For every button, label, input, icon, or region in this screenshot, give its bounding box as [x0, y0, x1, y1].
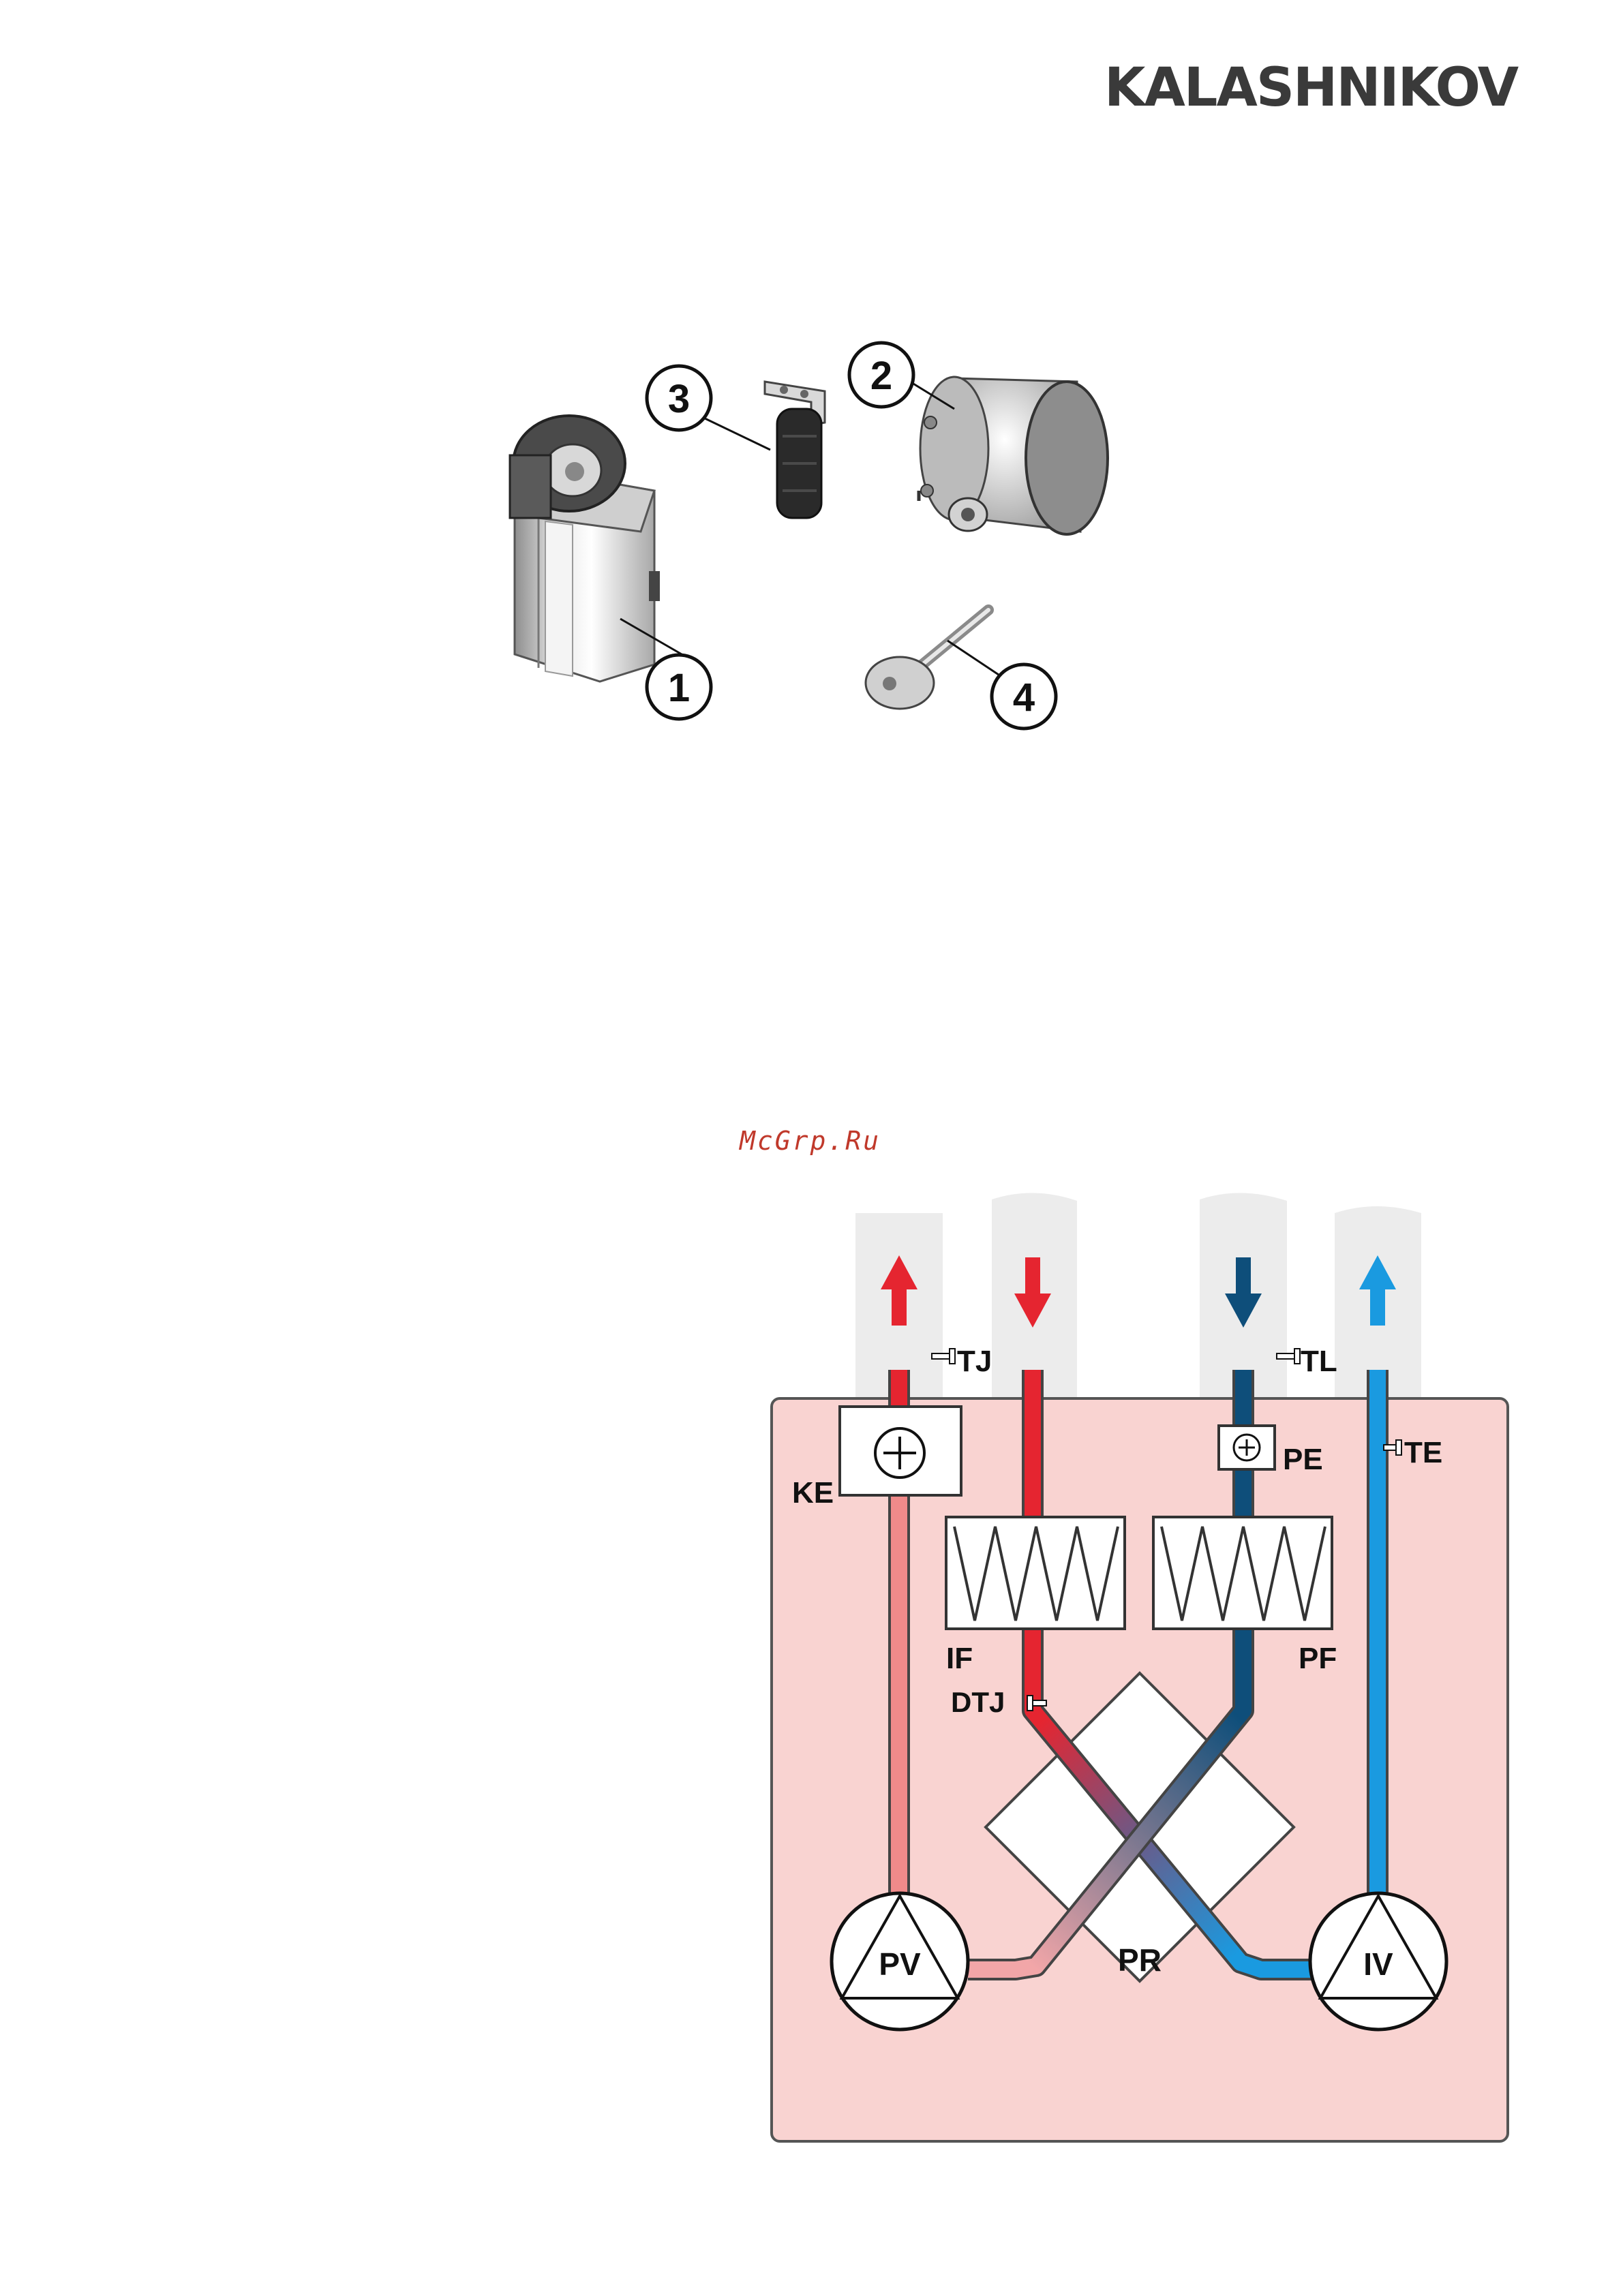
airflow-scheme: TJ TL TE KE PE IF PF DTJ PR PV IV: [772, 1193, 1508, 2141]
callout-3: 3: [668, 377, 690, 421]
heater-ke: [840, 1407, 961, 1495]
filter-if: [946, 1517, 1125, 1629]
callout-4: 4: [1013, 675, 1035, 720]
label-tl: TL: [1301, 1345, 1337, 1378]
label-pv: PV: [879, 1946, 921, 1982]
label-te: TE: [1404, 1436, 1442, 1469]
watermark: McGrp.Ru: [740, 1126, 881, 1156]
callout-2: 2: [870, 354, 892, 398]
label-iv: IV: [1363, 1946, 1393, 1982]
label-pr: PR: [1118, 1942, 1162, 1978]
drum-motor-drawing: [919, 377, 1108, 534]
heater-pe: [1219, 1426, 1275, 1469]
label-tj: TJ: [957, 1345, 992, 1378]
label-if: IF: [946, 1642, 973, 1675]
label-ke: KE: [792, 1476, 834, 1510]
label-pe: PE: [1283, 1443, 1323, 1476]
label-dtj: DTJ: [951, 1686, 1005, 1718]
sensor-bracket-drawing: [765, 382, 825, 518]
label-pf: PF: [1299, 1642, 1337, 1675]
actuator-drawing: [510, 416, 660, 682]
parts-figure: 1 2 3 4: [510, 343, 1108, 729]
shaft-drawing: [866, 610, 988, 709]
filter-pf: [1153, 1517, 1332, 1629]
callout-1: 1: [668, 666, 690, 710]
